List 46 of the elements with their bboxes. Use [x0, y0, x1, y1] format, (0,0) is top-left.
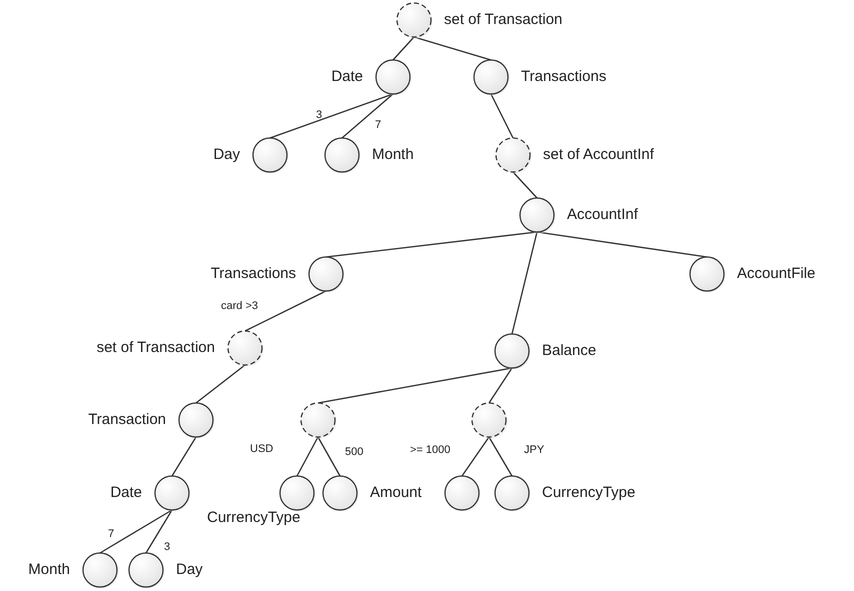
connector-line	[512, 172, 538, 198]
edge-label: >= 1000	[410, 444, 450, 457]
connector-line	[244, 290, 326, 332]
node-label: Balance	[542, 342, 596, 360]
edge-label: 3	[316, 109, 322, 122]
edge-label: 500	[345, 446, 364, 459]
node-label: Month	[28, 561, 70, 579]
connector-line	[488, 368, 513, 404]
node-label: Date	[331, 68, 363, 86]
connector-line	[490, 94, 514, 138]
connector-line	[392, 36, 414, 60]
edge-label: 7	[108, 528, 114, 541]
connector-line	[317, 436, 341, 476]
node-label: Transactions	[210, 265, 296, 283]
connector-line	[488, 436, 513, 476]
connector-line	[296, 436, 319, 476]
connector-line	[196, 364, 246, 404]
node-label: set of Transaction	[444, 11, 562, 29]
node-label: CurrencyType	[207, 509, 300, 527]
node-label: Transaction	[88, 411, 166, 429]
edge-label: USD	[250, 443, 274, 456]
node-label: Amount	[370, 484, 422, 502]
edge-label: card >3	[221, 300, 258, 313]
connector-line	[536, 231, 708, 258]
connector-line	[342, 94, 394, 138]
edge-label: JPY	[524, 444, 544, 457]
connector-line	[461, 436, 490, 476]
connector-line	[414, 36, 492, 61]
edge-label: 7	[375, 119, 382, 132]
node-label: set of AccountInf	[543, 146, 654, 164]
node-label: Day	[176, 561, 203, 579]
connector-line	[511, 232, 538, 334]
node-label: Date	[110, 484, 142, 502]
connector-line	[100, 509, 172, 554]
connector-line	[145, 510, 173, 554]
node-label: Day	[213, 146, 240, 164]
node-label: set of Transaction	[96, 339, 215, 357]
edge-label: 3	[164, 541, 170, 554]
node-label: AccountFile	[737, 265, 816, 283]
node-label: AccountInf	[567, 206, 638, 224]
connector-line	[270, 93, 394, 139]
connector-line	[171, 436, 197, 476]
node-label: Transactions	[521, 68, 606, 86]
connector-line	[318, 367, 512, 404]
node-label: Month	[372, 146, 414, 164]
node-label: CurrencyType	[542, 484, 636, 502]
